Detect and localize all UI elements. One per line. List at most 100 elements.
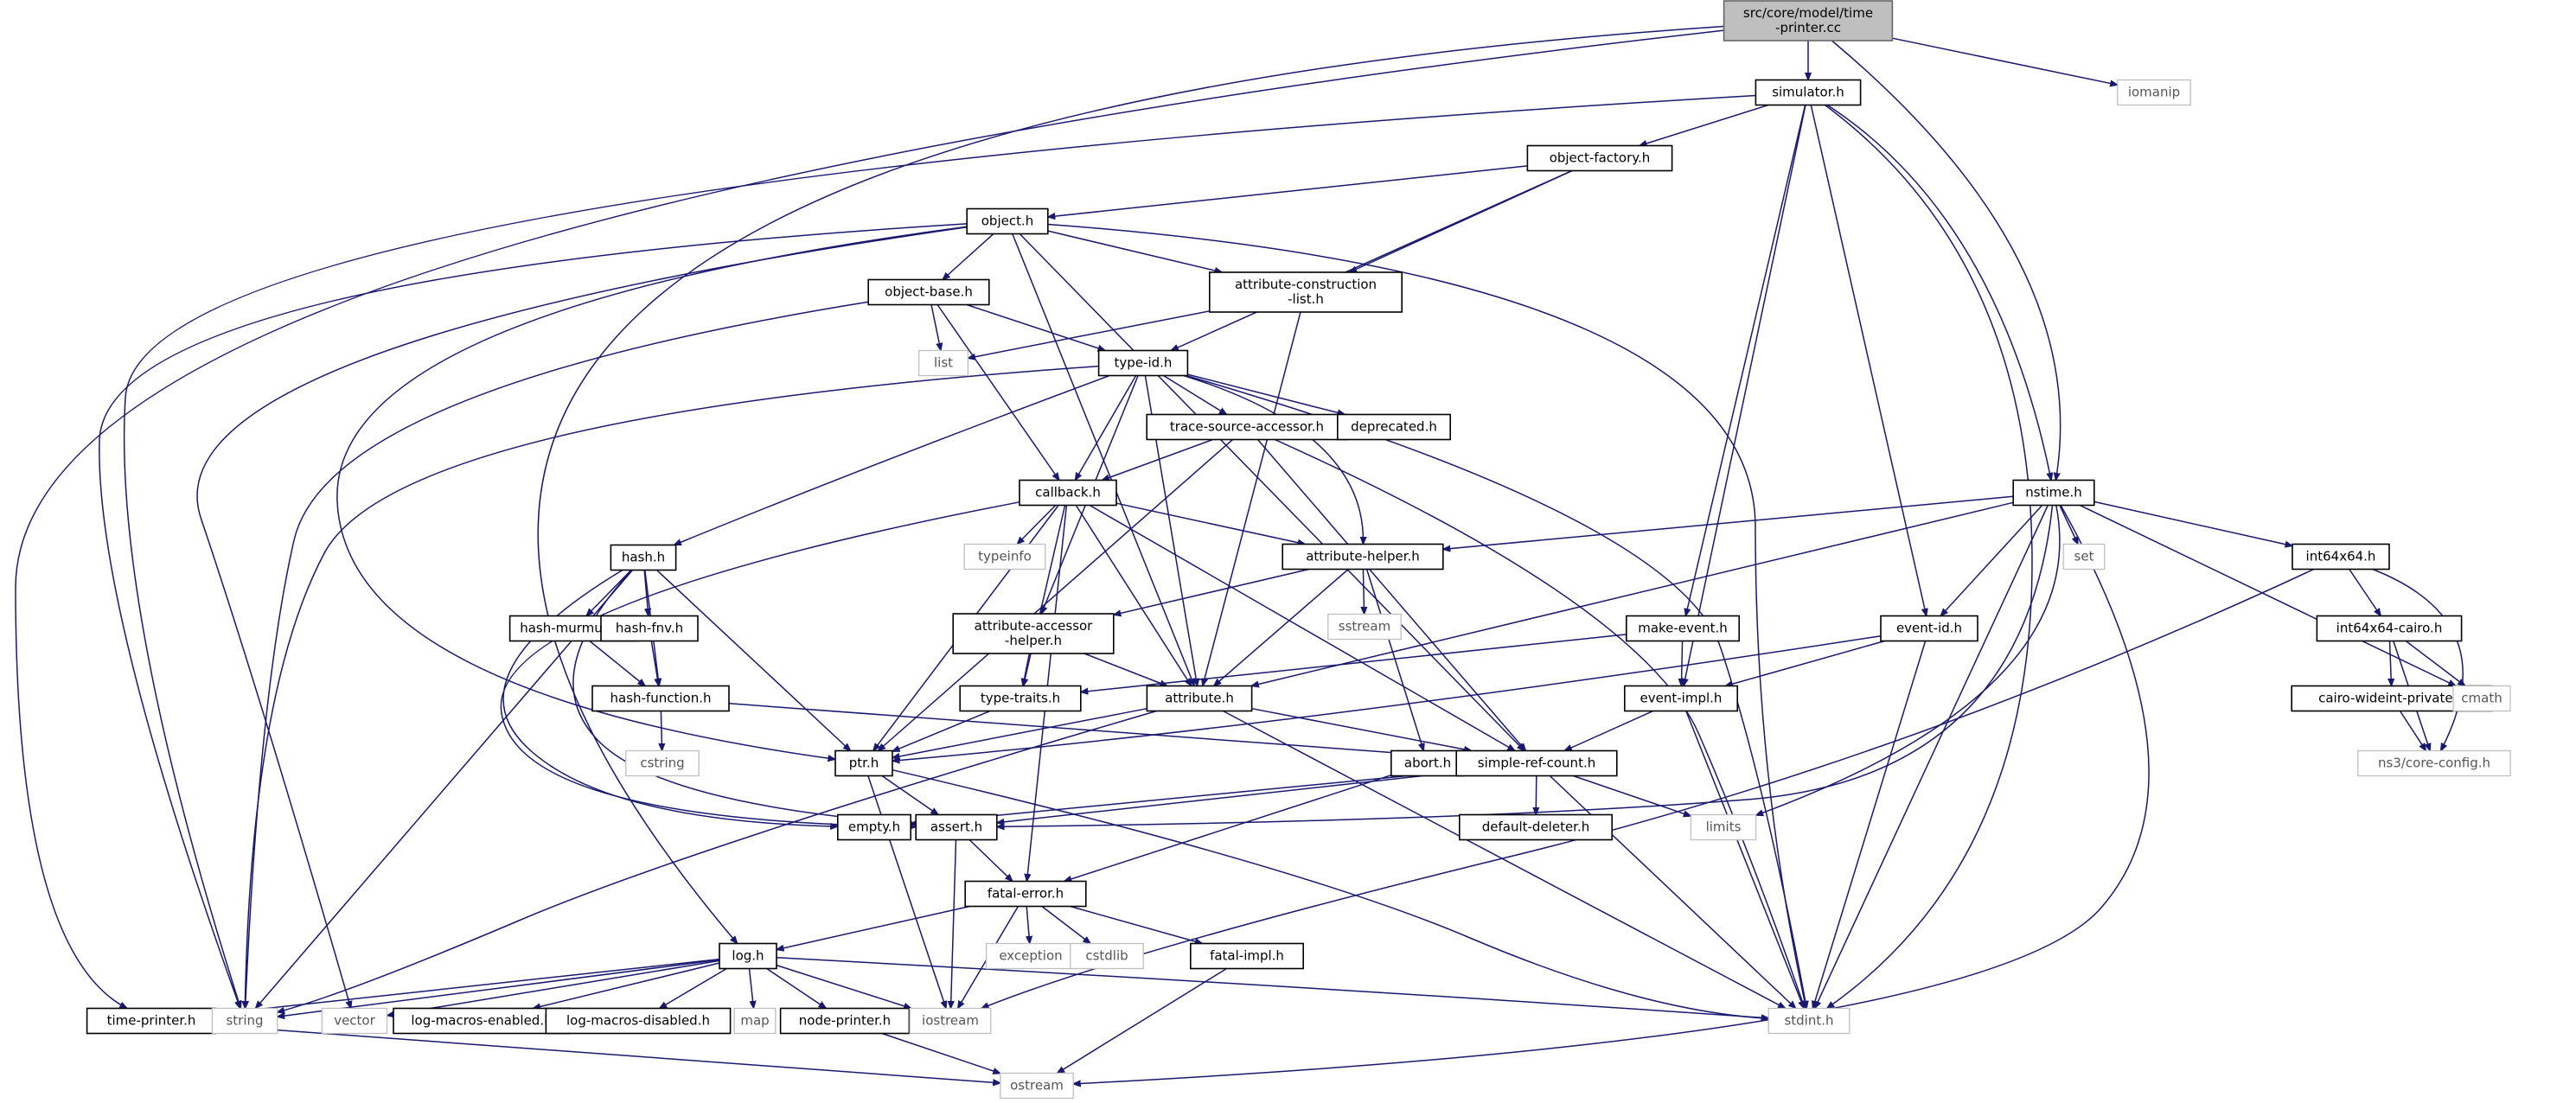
node-type-traits[interactable]: type-traits.h xyxy=(959,685,1082,712)
node-label: simulator.h xyxy=(1772,85,1844,100)
node-root[interactable]: src/core/model/time-printer.cc xyxy=(1723,0,1894,41)
node-attribute-helper[interactable]: attribute-helper.h xyxy=(1282,543,1444,571)
node-attr-construction[interactable]: attribute-construction-list.h xyxy=(1209,271,1403,313)
node-node-printer[interactable]: node-printer.h xyxy=(779,1007,911,1035)
node-sstream[interactable]: sstream xyxy=(1327,613,1402,641)
node-iomanip[interactable]: iomanip xyxy=(2117,79,2191,106)
edge-log-to-log-macros-disabled xyxy=(660,967,727,1009)
node-event-impl[interactable]: event-impl.h xyxy=(1624,685,1739,712)
node-label: limits xyxy=(1706,819,1742,835)
node-box xyxy=(963,543,1046,571)
edge-nstime-to-set xyxy=(2059,505,2078,545)
node-simple-ref-count[interactable]: simple-ref-count.h xyxy=(1455,749,1618,777)
node-log-macros-enabled[interactable]: log-macros-enabled.h xyxy=(393,1007,571,1035)
node-box xyxy=(600,615,699,642)
edge-type-id-to-string xyxy=(245,365,1099,1009)
edge-simple-ref-count-to-assert xyxy=(997,771,1457,823)
node-label: cmath xyxy=(2461,691,2502,706)
edge-hash-to-hash-fnv xyxy=(643,570,649,616)
edge-fatal-error-to-log xyxy=(777,905,970,950)
node-box xyxy=(1767,1007,1851,1035)
node-ostream[interactable]: ostream xyxy=(1000,1072,1074,1100)
node-string[interactable]: string xyxy=(211,1007,278,1035)
node-hash-function[interactable]: hash-function.h xyxy=(591,685,730,712)
node-attribute[interactable]: attribute.h xyxy=(1146,685,1253,712)
edge-trace-source-to-callback xyxy=(1103,438,1213,481)
node-box xyxy=(1190,942,1305,970)
node-set[interactable]: set xyxy=(2062,543,2106,571)
node-ptr[interactable]: ptr.h xyxy=(834,749,893,777)
edge-nstime-to-attribute-helper xyxy=(1443,495,2014,549)
node-stdint[interactable]: stdint.h xyxy=(1767,1007,1851,1035)
node-nstime[interactable]: nstime.h xyxy=(2012,479,2095,507)
edge-node-printer-to-ostream xyxy=(881,1032,1000,1074)
node-assert[interactable]: assert.h xyxy=(915,813,998,841)
node-box xyxy=(1526,144,1673,172)
edge-callback-to-type-traits xyxy=(1023,505,1066,686)
node-log[interactable]: log.h xyxy=(719,942,777,970)
node-box xyxy=(964,880,1087,908)
node-box xyxy=(591,685,730,712)
node-exception[interactable]: exception xyxy=(985,942,1077,970)
node-fatal-error[interactable]: fatal-error.h xyxy=(964,880,1087,908)
edge-event-impl-to-simple-ref-count xyxy=(1564,710,1654,752)
node-object-factory[interactable]: object-factory.h xyxy=(1526,144,1673,172)
node-hash[interactable]: hash.h xyxy=(610,544,677,571)
edge-object-base-to-list xyxy=(930,304,941,351)
edge-simple-ref-count-to-limits xyxy=(1573,775,1691,817)
node-int64x64-cairo[interactable]: int64x64-cairo.h xyxy=(2316,615,2463,642)
node-iostream[interactable]: iostream xyxy=(909,1007,992,1035)
node-label: int64x64-cairo.h xyxy=(2336,621,2443,636)
node-list[interactable]: list xyxy=(917,349,969,377)
node-label: typeinfo xyxy=(978,549,1032,564)
edge-attr-accessor-to-type-traits xyxy=(1023,653,1031,686)
node-label: hash.h xyxy=(622,550,665,565)
edge-object-to-attr-construction xyxy=(1047,230,1222,272)
edge-root-to-iomanip xyxy=(1892,37,2117,85)
edge-callback-to-attribute-helper xyxy=(1115,502,1305,544)
node-vector[interactable]: vector xyxy=(321,1007,388,1035)
node-object-base[interactable]: object-base.h xyxy=(867,278,990,306)
node-box xyxy=(985,942,1077,970)
edge-attribute-helper-to-abort xyxy=(1365,569,1424,751)
node-map[interactable]: map xyxy=(733,1007,777,1035)
node-simulator[interactable]: simulator.h xyxy=(1755,79,1862,106)
node-box xyxy=(2292,543,2390,571)
node-log-macros-disabled[interactable]: log-macros-disabled.h xyxy=(545,1007,732,1035)
node-trace-source[interactable]: trace-source-accessor.h xyxy=(1146,413,1348,441)
node-object[interactable]: object.h xyxy=(966,207,1049,235)
node-typeinfo[interactable]: typeinfo xyxy=(963,543,1046,571)
node-default-deleter[interactable]: default-deleter.h xyxy=(1459,813,1614,841)
node-box xyxy=(1146,413,1348,441)
node-event-id[interactable]: event-id.h xyxy=(1880,615,1978,642)
node-cstring[interactable]: cstring xyxy=(625,749,700,777)
node-hash-fnv[interactable]: hash-fnv.h xyxy=(600,615,699,642)
node-make-event[interactable]: make-event.h xyxy=(1626,615,1741,642)
node-label: log.h xyxy=(732,948,764,964)
node-abort[interactable]: abort.h xyxy=(1390,749,1466,777)
edge-log-to-iostream xyxy=(776,964,911,1009)
node-deprecated[interactable]: deprecated.h xyxy=(1337,413,1452,441)
edge-object-base-to-callback xyxy=(936,304,1059,481)
node-label: ostream xyxy=(1010,1078,1064,1093)
node-time-printer[interactable]: time-printer.h xyxy=(86,1007,217,1035)
edge-assert-to-fatal-error xyxy=(968,838,1013,882)
node-fatal-impl[interactable]: fatal-impl.h xyxy=(1190,942,1305,970)
edge-nstime-to-ostream xyxy=(1073,505,2150,1084)
edge-fatal-error-to-exception xyxy=(1026,906,1030,944)
node-cstdlib[interactable]: cstdlib xyxy=(1070,942,1144,970)
node-empty[interactable]: empty.h xyxy=(836,813,911,841)
node-core-config[interactable]: ns3/core-config.h xyxy=(2357,749,2511,777)
node-cmath[interactable]: cmath xyxy=(2452,685,2511,712)
nodes-layer: src/core/model/time-printer.cc simulator.… xyxy=(86,0,2511,1100)
node-limits[interactable]: limits xyxy=(1690,813,1757,841)
node-int64x64[interactable]: int64x64.h xyxy=(2292,543,2390,571)
node-type-id[interactable]: type-id.h xyxy=(1097,349,1189,377)
node-label: ns3/core-config.h xyxy=(2378,756,2490,771)
node-label: object-base.h xyxy=(885,284,973,300)
node-label: log-macros-enabled.h xyxy=(411,1013,552,1029)
node-attr-accessor[interactable]: attribute-accessor-helper.h xyxy=(952,613,1115,654)
edge-hash-to-ptr xyxy=(655,569,851,751)
edge-abort-to-fatal-error xyxy=(1064,774,1392,882)
node-callback[interactable]: callback.h xyxy=(1019,479,1117,507)
